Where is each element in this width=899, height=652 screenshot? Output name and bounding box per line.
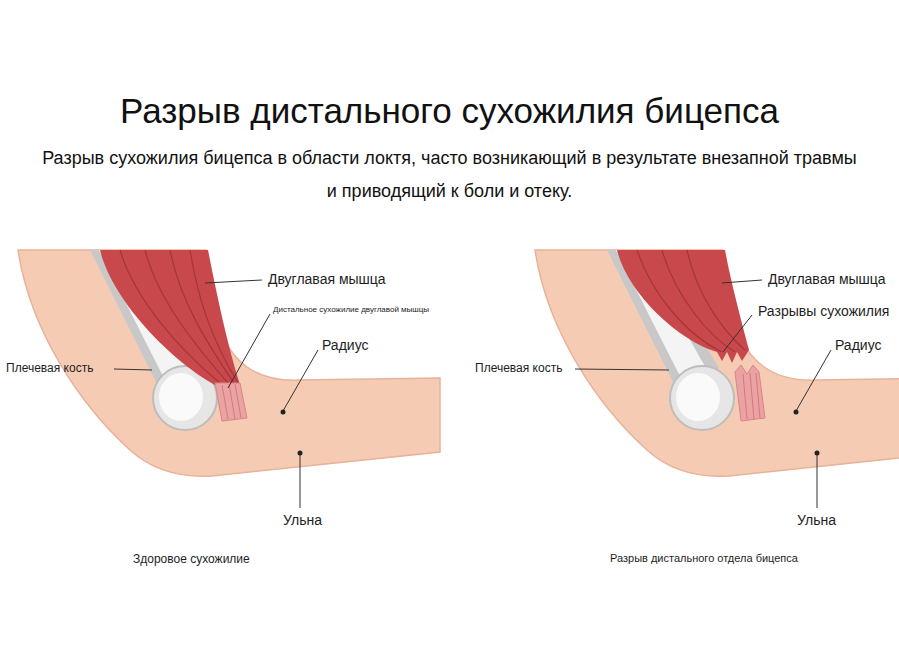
leader-line xyxy=(228,314,270,388)
part-label: Плечевая кость xyxy=(475,361,562,375)
tendon-fibres xyxy=(222,384,241,419)
leader-dot xyxy=(298,451,303,456)
leader-line xyxy=(283,350,318,411)
leader-line xyxy=(817,454,818,508)
leader-line xyxy=(114,369,152,370)
part-label: Радиус xyxy=(835,337,882,354)
arm-right-group xyxy=(535,250,899,476)
leader-line xyxy=(723,315,752,352)
leader-dot xyxy=(794,410,799,415)
leader-line xyxy=(205,280,262,283)
torn-biceps-muscle xyxy=(617,250,749,363)
muscle-fibres xyxy=(120,250,238,383)
subtitle: Разрыв сухожилия бицепса в области локтя… xyxy=(40,142,859,208)
leader-dot xyxy=(281,410,286,415)
part-label: Разрыв дистального отдела бицепса xyxy=(610,552,798,565)
leader-line xyxy=(722,280,762,283)
part-label: Радиус xyxy=(322,337,369,354)
part-label: Здоровое сухожилие xyxy=(133,552,250,566)
part-label: Ульна xyxy=(283,512,322,529)
distal-tendon xyxy=(215,383,247,421)
part-label: Плечевая кость xyxy=(6,361,93,375)
muscle-fibres xyxy=(637,250,745,352)
tendon-fibres xyxy=(743,373,760,419)
part-label: Двуглавая мышца xyxy=(268,271,386,288)
leader-line xyxy=(300,454,301,508)
biceps-muscle xyxy=(100,250,240,385)
leader-dots xyxy=(281,410,820,456)
leader-dot xyxy=(815,451,820,456)
part-label: Двуглавая мышца xyxy=(768,271,886,288)
leader-line xyxy=(575,369,669,370)
title: Разрыв дистального сухожилия бицепса xyxy=(0,90,899,132)
part-label: Разрывы сухожилия xyxy=(758,303,889,320)
part-label: Ульна xyxy=(797,512,836,529)
arm-right xyxy=(535,250,899,476)
leader-line xyxy=(796,350,831,411)
torn-tendon-stub xyxy=(735,365,765,421)
leader-lines xyxy=(114,280,831,508)
part-label: Дистальное сухожилие двуглавой мышцы xyxy=(273,305,429,315)
